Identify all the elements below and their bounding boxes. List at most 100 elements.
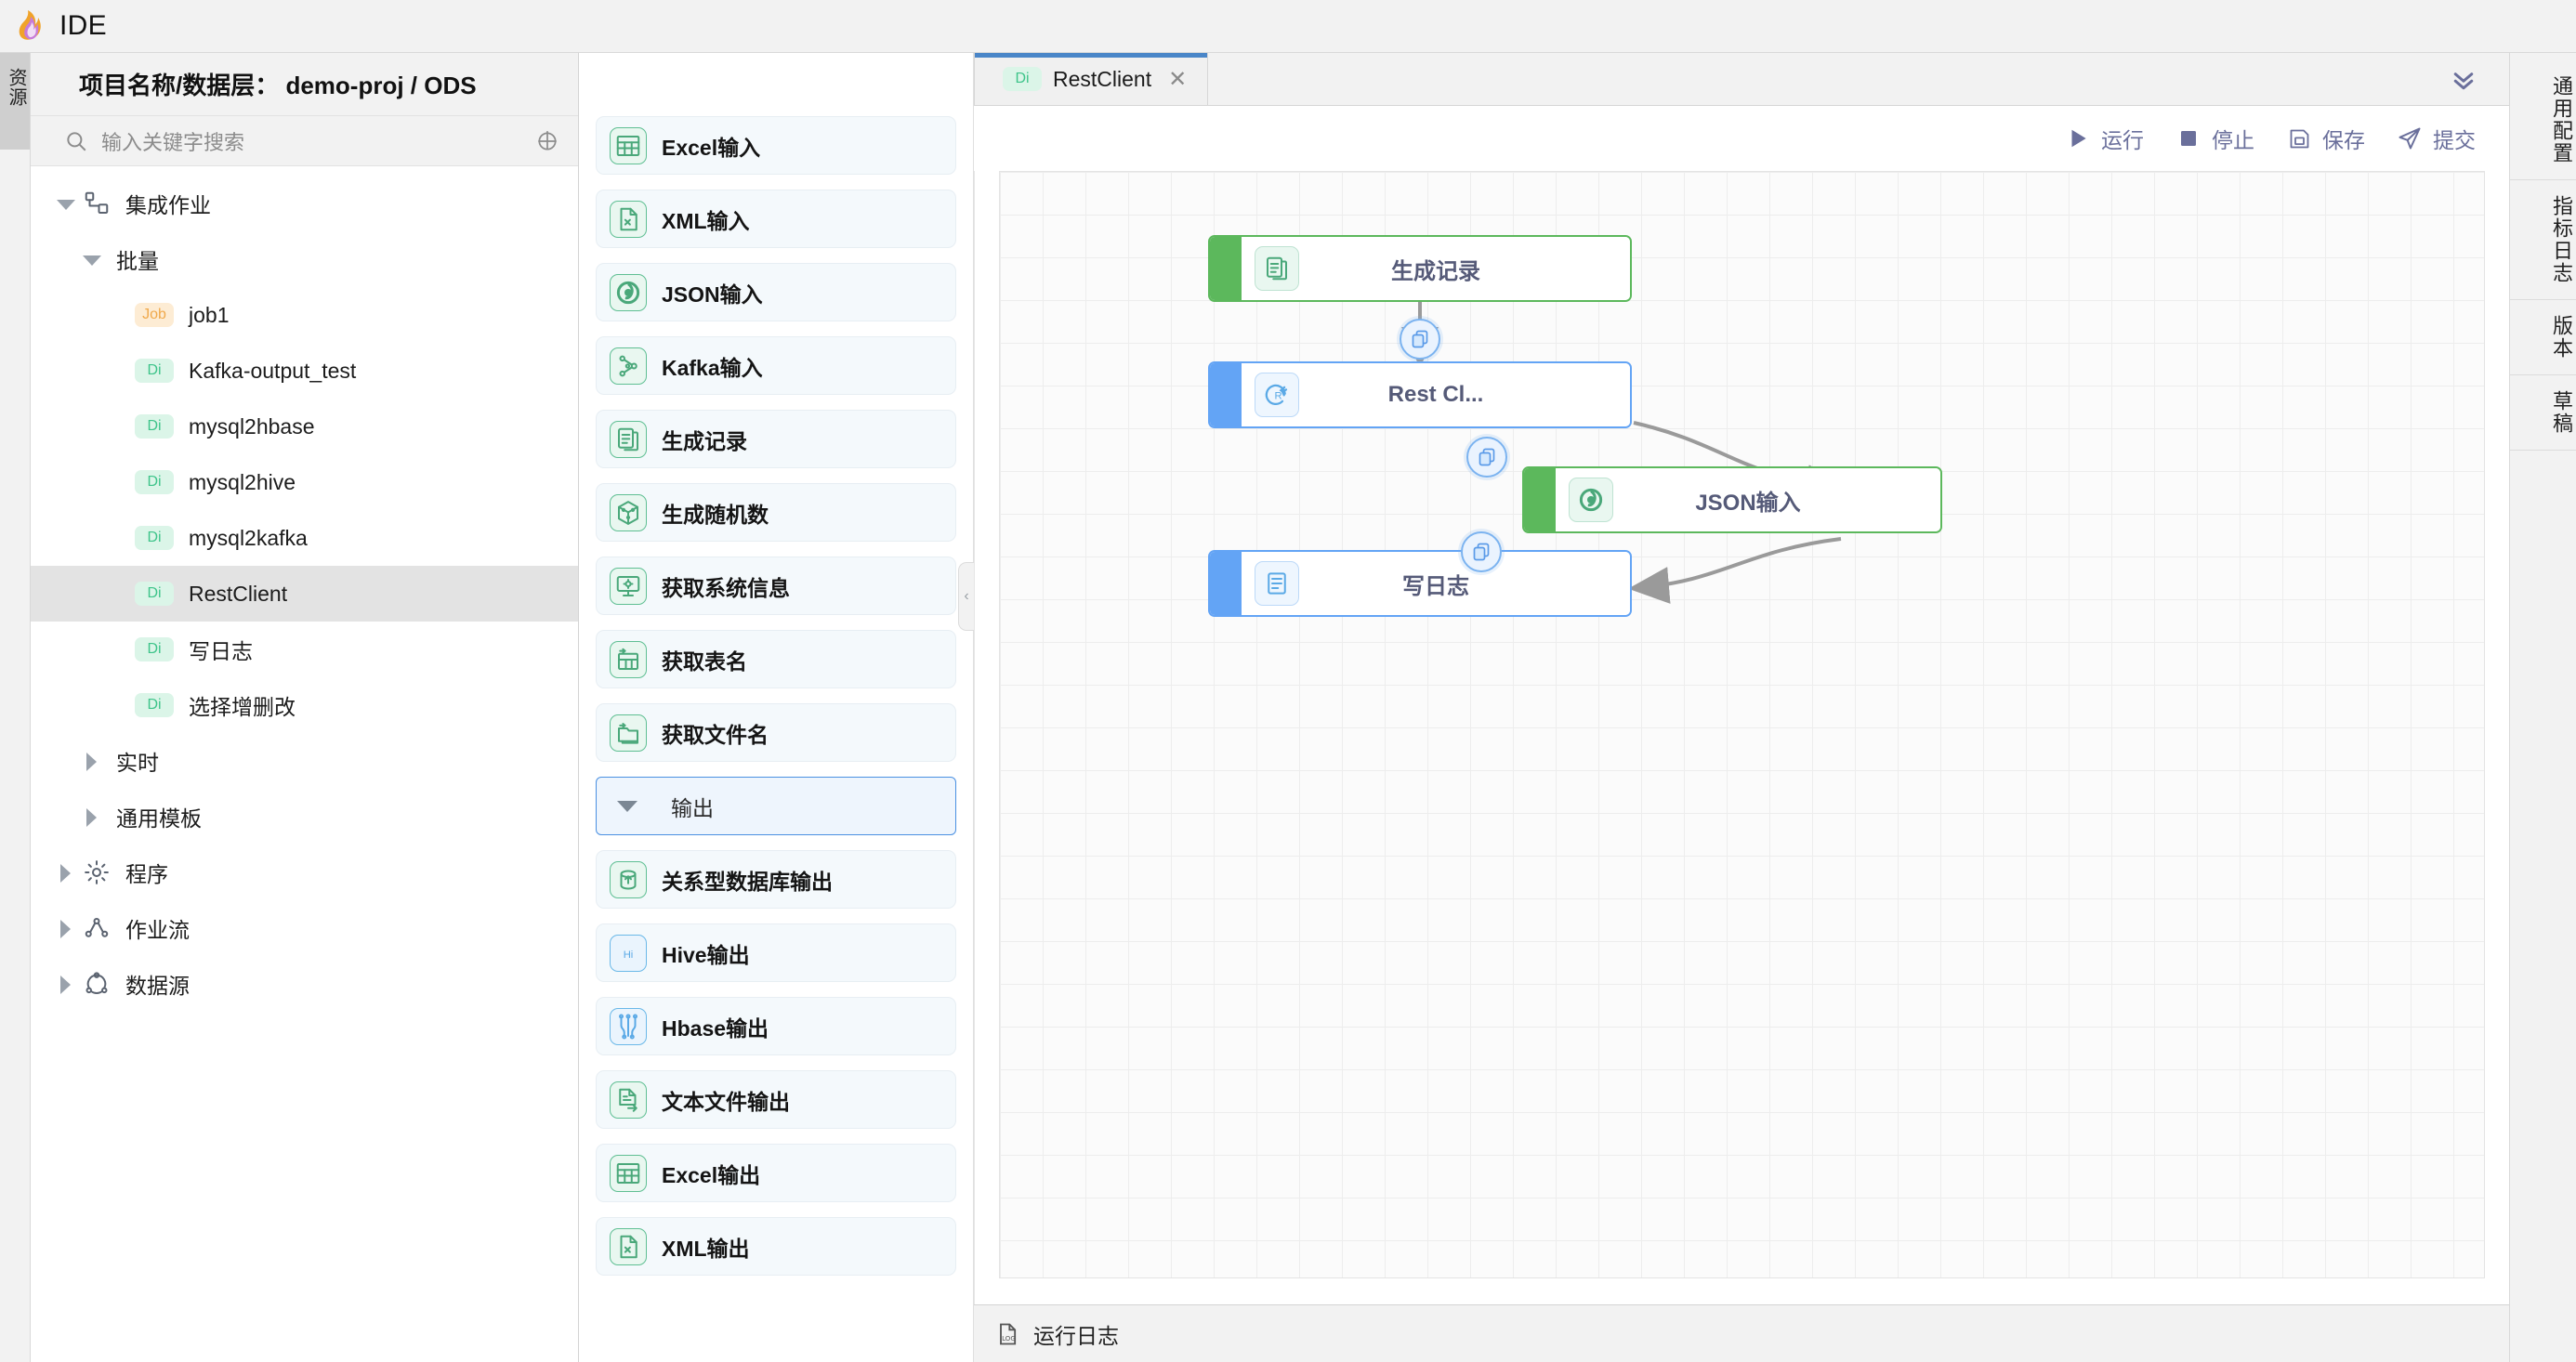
chevron-right-icon[interactable] xyxy=(81,806,101,827)
main-body: 资源 项目名称/数据层： demo-proj / ODS 输入关键字搜索 xyxy=(0,53,2576,1362)
tab-restclient[interactable]: Di RestClient ✕ xyxy=(974,53,1209,105)
tree-item[interactable]: 批量 xyxy=(31,231,578,287)
close-icon[interactable]: ✕ xyxy=(1168,66,1188,92)
xml-file-icon xyxy=(610,1227,647,1265)
tree-item[interactable]: 作业流 xyxy=(31,900,578,956)
tree-item-label: 写日志 xyxy=(189,639,253,663)
no-caret xyxy=(107,305,127,325)
toolbar-button-label: 停止 xyxy=(2212,128,2254,152)
flow-node[interactable]: 写日志 xyxy=(1208,550,1632,617)
palette-item-label: Hbase输出 xyxy=(662,1015,769,1041)
edge-copy-badge[interactable] xyxy=(1461,531,1502,572)
chevron-right-icon[interactable] xyxy=(55,918,75,938)
chevron-right-icon[interactable] xyxy=(81,751,101,771)
datasource-icon xyxy=(83,970,111,998)
palette-item[interactable]: 获取文件名 xyxy=(596,703,956,762)
no-caret xyxy=(107,528,127,548)
node-body[interactable]: 生成记录 xyxy=(1242,237,1630,300)
send-button[interactable]: 提交 xyxy=(2397,123,2476,154)
right-tab[interactable]: 指标日志 xyxy=(2510,180,2576,300)
excel-grid-icon xyxy=(610,126,647,164)
crosshair-icon[interactable] xyxy=(535,129,559,153)
edge-copy-badge[interactable] xyxy=(1400,319,1440,360)
palette-item[interactable]: 生成随机数 xyxy=(596,483,956,542)
double-chevron-down-icon[interactable] xyxy=(2450,66,2477,94)
right-tab-strip: 通用配置指标日志版本草稿 xyxy=(2509,53,2576,1362)
palette-item[interactable]: Kafka输入 xyxy=(596,336,956,395)
palette-item[interactable]: Excel输入 xyxy=(596,116,956,175)
editor-area: Di RestClient ✕ 运行 停止 保存 提交 xyxy=(974,53,2509,1362)
chevron-down-icon[interactable] xyxy=(617,800,637,812)
palette-collapse-handle[interactable]: ‹ xyxy=(958,562,974,631)
palette-item[interactable]: XML输出 xyxy=(596,1217,956,1276)
right-tab[interactable]: 通用配置 xyxy=(2510,60,2576,180)
right-tab[interactable]: 草稿 xyxy=(2510,375,2576,451)
node-body[interactable]: 写日志 xyxy=(1242,552,1630,615)
node-body[interactable]: JSON输入 xyxy=(1556,468,1940,531)
chevron-right-icon[interactable] xyxy=(55,974,75,994)
palette-item[interactable]: 获取系统信息 xyxy=(596,557,956,615)
tree-item-label: mysql2hive xyxy=(189,469,296,494)
svg-text:LOG: LOG xyxy=(1002,1335,1016,1342)
tree-item[interactable]: 实时 xyxy=(31,733,578,789)
left-tab-resources[interactable]: 资源 xyxy=(0,53,30,150)
flow-node[interactable]: 生成记录 xyxy=(1208,235,1632,302)
editor-tab-bar: Di RestClient ✕ xyxy=(974,53,2509,106)
sitemap-icon xyxy=(83,190,111,217)
palette-item[interactable]: 获取表名 xyxy=(596,630,956,688)
palette-item-label: 文本文件输出 xyxy=(662,1089,790,1114)
tree-item-label: mysql2kafka xyxy=(189,525,308,550)
search-input[interactable]: 输入关键字搜索 xyxy=(101,130,245,154)
palette-item-label: JSON输入 xyxy=(662,282,763,307)
records-icon xyxy=(610,420,647,458)
play-button[interactable]: 运行 xyxy=(2065,123,2144,154)
palette-item[interactable]: XML输入 xyxy=(596,190,956,248)
palette-item-label: XML输入 xyxy=(662,208,750,233)
copy-icon xyxy=(1409,328,1431,350)
svg-text:Hi: Hi xyxy=(624,949,634,961)
flow-node[interactable]: JSON输入 xyxy=(1522,466,1942,533)
search-bar[interactable]: 输入关键字搜索 xyxy=(31,116,578,166)
tree-item-badge: Di xyxy=(135,582,174,606)
chevron-down-icon[interactable] xyxy=(55,193,75,214)
tree-item[interactable]: 数据源 xyxy=(31,956,578,1012)
chevron-right-icon[interactable] xyxy=(55,862,75,883)
palette-item[interactable]: Hbase输出 xyxy=(596,997,956,1055)
dice-icon xyxy=(610,493,647,531)
palette-item[interactable]: JSON输入 xyxy=(596,263,956,321)
palette-item[interactable]: 生成记录 xyxy=(596,410,956,468)
palette-item[interactable]: 关系型数据库输出 xyxy=(596,850,956,909)
rest-client-icon: R xyxy=(1255,373,1299,417)
status-label[interactable]: 运行日志 xyxy=(1033,1323,1119,1348)
right-tab[interactable]: 版本 xyxy=(2510,300,2576,375)
tree-item[interactable]: 程序 xyxy=(31,845,578,900)
tab-label: RestClient xyxy=(1053,66,1152,91)
tree-item-label: 通用模板 xyxy=(116,806,202,831)
chevron-down-icon[interactable] xyxy=(81,249,101,269)
palette-group-label: 输出 xyxy=(671,795,714,820)
save-button[interactable]: 保存 xyxy=(2286,123,2365,154)
right-tab-label: 通用配置 xyxy=(2550,75,2573,164)
palette-item[interactable]: Excel输出 xyxy=(596,1144,956,1202)
tree-item-badge: Di xyxy=(135,693,174,717)
palette-group-output[interactable]: 输出 xyxy=(596,777,956,835)
tree-item[interactable]: 通用模板 xyxy=(31,789,578,845)
edge-copy-badge[interactable] xyxy=(1466,437,1507,478)
stop-button[interactable]: 停止 xyxy=(2175,123,2254,154)
palette-item-label: 获取文件名 xyxy=(662,722,769,747)
tree-item[interactable]: 集成作业 xyxy=(31,176,578,231)
palette-item[interactable]: 文本文件输出 xyxy=(596,1070,956,1129)
